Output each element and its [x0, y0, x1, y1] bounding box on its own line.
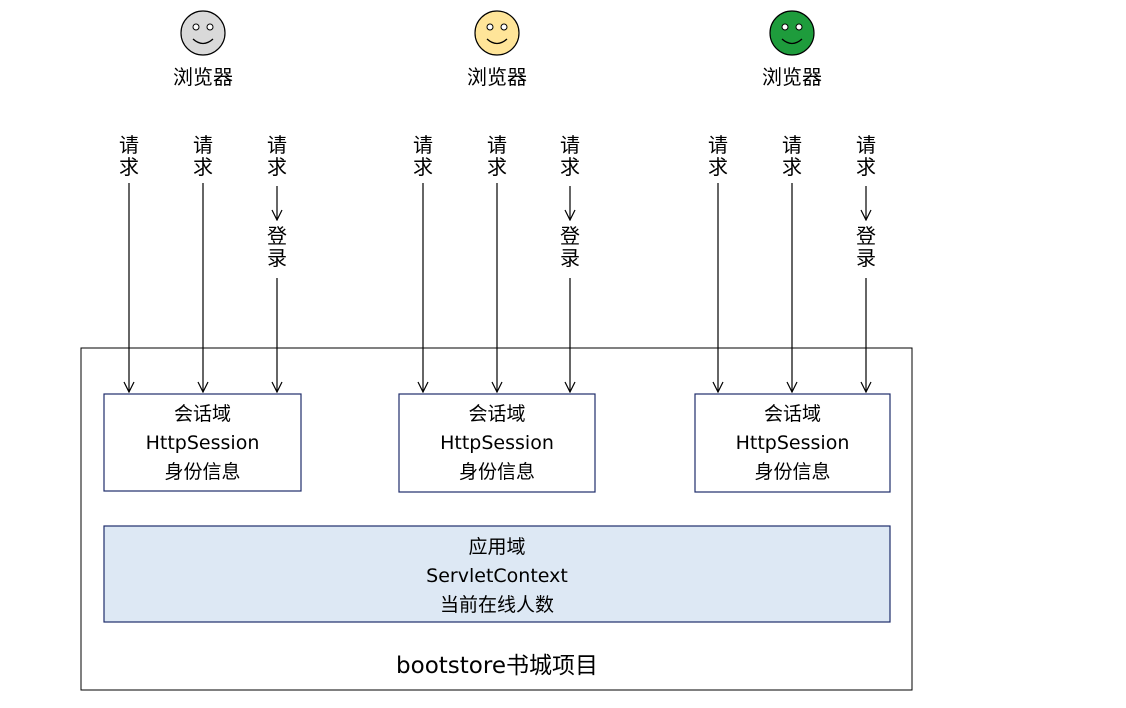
- application-info: 当前在线人数: [440, 594, 554, 616]
- session-box: 会话域 HttpSession 身份信息: [694, 393, 891, 493]
- request-label-char: 请: [856, 133, 876, 157]
- request-label-char: 请: [560, 133, 580, 157]
- session-info: 身份信息: [754, 461, 830, 483]
- smiley-face-icon: [474, 10, 520, 56]
- application-class: ServletContext: [426, 565, 568, 587]
- smiley-face-icon: [769, 10, 815, 56]
- browser-label: 浏览器: [173, 65, 233, 89]
- session-info: 身份信息: [459, 461, 535, 483]
- request-label-char: 请: [267, 133, 287, 157]
- request-label-char: 求: [487, 155, 507, 179]
- session-title: 会话域: [174, 403, 231, 425]
- application-box: 应用域 ServletContext 当前在线人数: [103, 525, 891, 623]
- login-label-char: 登: [856, 224, 876, 248]
- login-label-char: 录: [856, 246, 876, 270]
- request-label-char: 请: [413, 133, 433, 157]
- request-label-char: 求: [267, 155, 287, 179]
- request-label-char: 求: [413, 155, 433, 179]
- request-label-char: 请: [119, 133, 139, 157]
- login-label-char: 录: [560, 246, 580, 270]
- request: 请求: [708, 133, 728, 392]
- request-label-char: 求: [119, 155, 139, 179]
- request: 请求: [193, 133, 213, 392]
- session-class: HttpSession: [146, 432, 260, 454]
- session-title: 会话域: [764, 403, 821, 425]
- request: 请求: [119, 133, 139, 392]
- request-label-char: 求: [856, 155, 876, 179]
- request: 请求: [782, 133, 802, 392]
- session-title: 会话域: [468, 403, 525, 425]
- request-label-char: 请: [782, 133, 802, 157]
- request: 请求: [413, 133, 433, 392]
- request: 请求: [487, 133, 507, 392]
- session-box: 会话域 HttpSession 身份信息: [398, 393, 596, 493]
- session-class: HttpSession: [440, 432, 554, 454]
- request-label-char: 请: [487, 133, 507, 157]
- login-label-char: 录: [267, 246, 287, 270]
- request-label-char: 请: [193, 133, 213, 157]
- request-label-char: 求: [193, 155, 213, 179]
- session-box: 会话域 HttpSession 身份信息: [103, 393, 302, 492]
- session-class: HttpSession: [736, 432, 850, 454]
- request-label-char: 求: [560, 155, 580, 179]
- login-label-char: 登: [560, 224, 580, 248]
- request-label-char: 求: [782, 155, 802, 179]
- application-title: 应用域: [468, 536, 525, 558]
- login-label-char: 登: [267, 224, 287, 248]
- smiley-face-icon: [180, 10, 226, 56]
- browser-label: 浏览器: [762, 65, 822, 89]
- request-label-char: 请: [708, 133, 728, 157]
- request-label-char: 求: [708, 155, 728, 179]
- browser-label: 浏览器: [467, 65, 527, 89]
- project-label: bootstore书城项目: [396, 653, 598, 679]
- session-info: 身份信息: [164, 461, 240, 483]
